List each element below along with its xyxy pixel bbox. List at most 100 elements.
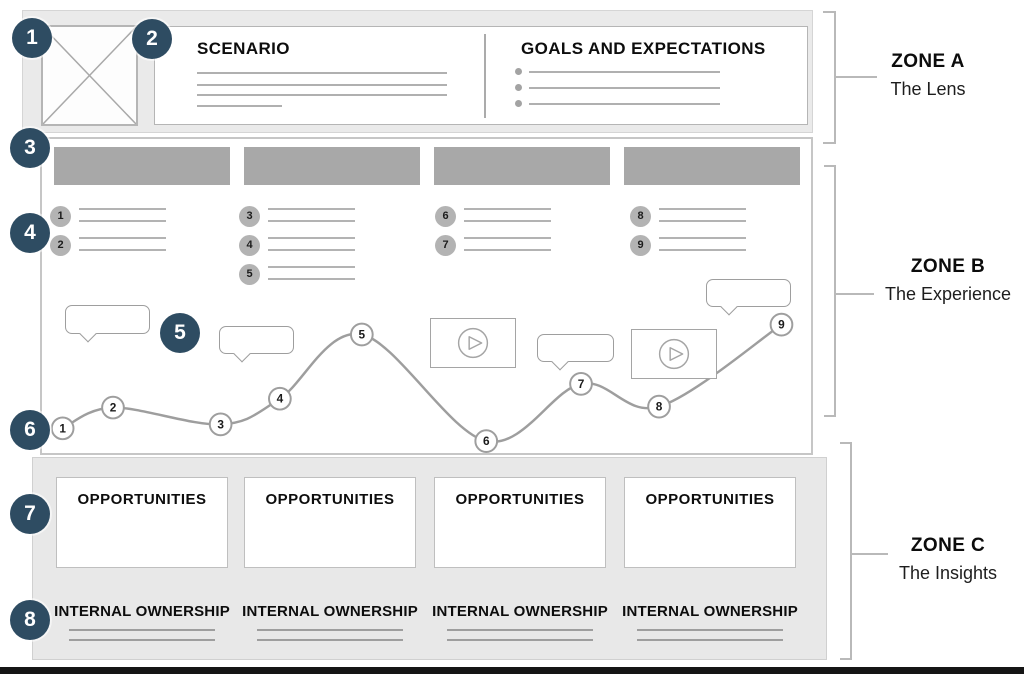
zone-c-title: ZONE C [910, 535, 986, 556]
journey-point-label: 7 [578, 377, 585, 391]
opportunities-box: OPPORTUNITIES [434, 477, 606, 568]
touchpoint-number-badge: 1 [50, 206, 71, 227]
zone-b-subtitle: The Experience [884, 284, 1012, 304]
bullet-dot-icon [515, 100, 522, 107]
speech-bubble-icon [537, 334, 614, 362]
placeholder-line [197, 84, 447, 86]
zone-a-title: ZONE A [891, 51, 965, 72]
zone-c-subtitle: The Insights [898, 563, 998, 583]
journey-point-7 [569, 372, 593, 396]
placeholder-line [79, 249, 166, 251]
touchpoint-number-badge: 8 [630, 206, 651, 227]
placeholder-line [464, 220, 551, 222]
placeholder-line [268, 220, 355, 222]
placeholder-line [69, 639, 215, 641]
placeholder-line [197, 105, 282, 107]
journey-point-label: 1 [59, 421, 66, 435]
touchpoint-number-badge: 7 [435, 235, 456, 256]
opportunities-label: OPPORTUNITIES [645, 491, 775, 508]
touchpoint-number-badge: 4 [239, 235, 260, 256]
stage-header-bar [624, 147, 800, 185]
placeholder-line [464, 237, 551, 239]
placeholder-line [529, 70, 720, 73]
journey-point-2 [101, 395, 125, 420]
internal-ownership-label: INTERNAL OWNERSHIP [242, 603, 418, 620]
play-icon [457, 327, 489, 359]
step-marker-5: 5 [160, 313, 200, 353]
touchpoint-number-badge: 5 [239, 264, 260, 285]
panel-divider [484, 34, 486, 118]
placeholder-line [197, 72, 447, 74]
journey-point-3 [208, 412, 233, 437]
journey-point-label: 5 [359, 327, 366, 341]
bullet-dot-icon [515, 68, 522, 75]
placeholder-line [268, 278, 355, 280]
placeholder-line [637, 639, 783, 641]
placeholder-line [659, 208, 746, 210]
placeholder-line [659, 220, 746, 222]
touchpoint-number-badge: 3 [239, 206, 260, 227]
placeholder-line [529, 86, 720, 89]
scenario-title: SCENARIO [197, 39, 290, 58]
internal-ownership-block: INTERNAL OWNERSHIP [432, 603, 608, 641]
step-marker-1: 1 [12, 18, 52, 58]
play-icon [658, 338, 690, 370]
placeholder-line [659, 249, 746, 251]
internal-ownership-label: INTERNAL OWNERSHIP [622, 603, 798, 620]
placeholder-line [637, 629, 783, 631]
goal-bullet [515, 68, 720, 75]
stage-header-bar [244, 147, 420, 185]
goals-title: GOALS AND EXPECTATIONS [521, 39, 766, 58]
journey-point-6 [474, 429, 499, 453]
zone-b-title: ZONE B [910, 256, 986, 277]
opportunities-box: OPPORTUNITIES [56, 477, 228, 568]
placeholder-line [464, 208, 551, 210]
journey-point-9 [769, 312, 794, 337]
internal-ownership-label: INTERNAL OWNERSHIP [54, 603, 230, 620]
placeholder-line [79, 237, 166, 239]
journey-point-label: 3 [217, 417, 224, 431]
journey-point-label: 2 [110, 401, 117, 415]
persona-image-placeholder [41, 25, 138, 126]
placeholder-line [257, 639, 403, 641]
touchpoint-number-badge: 6 [435, 206, 456, 227]
placeholder-line [79, 220, 166, 222]
opportunities-box: OPPORTUNITIES [624, 477, 796, 568]
video-placeholder [430, 318, 516, 368]
bottom-rule [0, 667, 1024, 674]
journey-point-4 [268, 386, 292, 411]
zone-a-band: SCENARIO GOALS AND EXPECTATIONS [22, 10, 813, 133]
step-marker-4: 4 [10, 213, 50, 253]
touchpoint-number-badge: 9 [630, 235, 651, 256]
zone-a-subtitle: The Lens [890, 79, 966, 99]
placeholder-line [79, 208, 166, 210]
step-marker-8: 8 [10, 600, 50, 640]
video-placeholder [631, 329, 717, 379]
experience-curve [62, 323, 783, 444]
opportunities-label: OPPORTUNITIES [265, 491, 395, 508]
placeholder-line [464, 249, 551, 251]
insights-panel: OPPORTUNITIES INTERNAL OWNERSHIP OPPORTUNI… [32, 457, 827, 660]
placeholder-line [268, 208, 355, 210]
journey-point-label: 4 [277, 392, 284, 406]
placeholder-line [69, 629, 215, 631]
zone-a-label: ZONE A The Lens [846, 51, 1010, 100]
step-marker-6: 6 [10, 410, 50, 450]
placeholder-line [197, 94, 447, 96]
internal-ownership-label: INTERNAL OWNERSHIP [432, 603, 608, 620]
placeholder-line [529, 102, 720, 105]
bullet-dot-icon [515, 84, 522, 91]
goal-bullet [515, 84, 720, 91]
journey-point-label: 8 [656, 400, 663, 414]
placeholder-line [447, 639, 593, 641]
internal-ownership-block: INTERNAL OWNERSHIP [242, 603, 418, 641]
placeholder-line [447, 629, 593, 631]
zone-c-connector [852, 553, 888, 555]
placeholder-line [257, 629, 403, 631]
journey-point-label: 6 [483, 434, 490, 448]
zone-a-bracket [823, 11, 836, 144]
journey-point-8 [647, 394, 671, 419]
